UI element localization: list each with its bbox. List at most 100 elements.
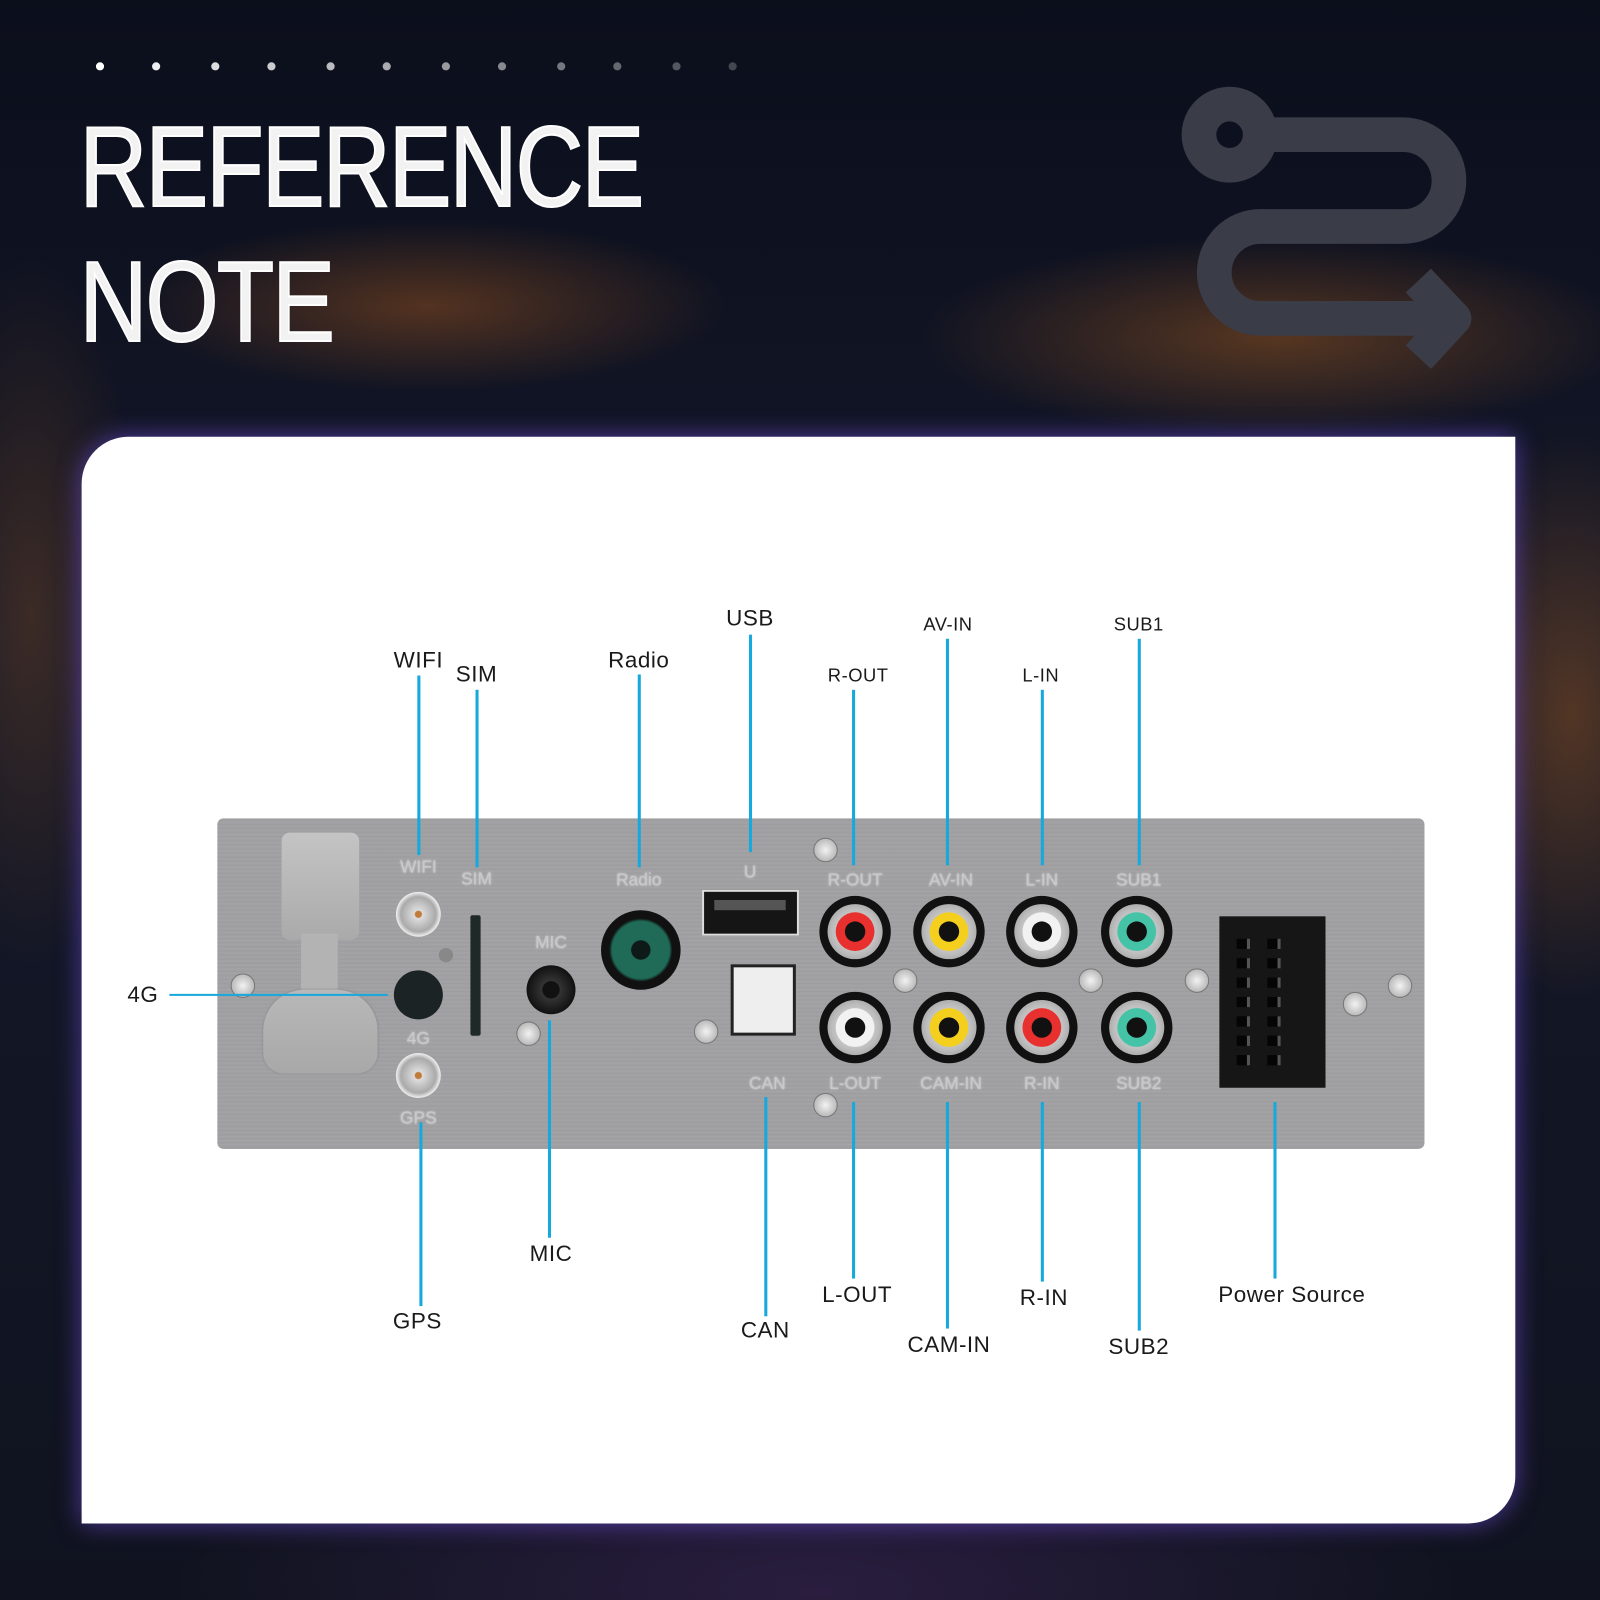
callout-gps-line — [419, 1122, 422, 1307]
screw — [813, 1092, 838, 1118]
route-arrow-icon — [1181, 86, 1472, 369]
decorative-dot — [613, 62, 622, 71]
connector-pin — [1267, 977, 1281, 988]
callout-power-source-line — [1273, 1102, 1277, 1279]
rca-jack — [1101, 991, 1173, 1064]
wifi-antenna-connector — [395, 891, 441, 937]
callout-can-label: CAN — [740, 1317, 790, 1343]
callout-sim-label: SIM — [455, 661, 498, 687]
decorative-dot — [557, 62, 566, 71]
indicator-led — [438, 947, 454, 963]
callout-sub2-label: SUB2 — [1108, 1333, 1170, 1360]
can-connector — [730, 964, 796, 1036]
connector-pin — [1267, 996, 1281, 1008]
gps-antenna-connector — [395, 1053, 441, 1098]
screw — [892, 968, 918, 993]
panel-embossed-label: CAM-IN — [920, 1073, 982, 1093]
panel-embossed-label: R-IN — [1023, 1073, 1060, 1093]
sim-slot — [470, 915, 481, 1036]
callout-usb-label: USB — [726, 605, 774, 631]
rca-jack — [1101, 895, 1173, 968]
panel-embossed-label: MIC — [535, 932, 567, 953]
callout-sub2-line — [1137, 1102, 1141, 1331]
connector-pin — [1236, 996, 1250, 1008]
radio-antenna-jack — [601, 910, 681, 990]
rca-jack — [1006, 991, 1078, 1064]
mic-jack — [526, 965, 576, 1015]
screw — [693, 1019, 719, 1044]
title-reference: REFERENCE — [79, 103, 645, 231]
callout-radio-line — [637, 674, 641, 868]
rca-jack — [1006, 895, 1078, 968]
screw — [1342, 991, 1368, 1017]
rca-hole — [844, 1017, 866, 1038]
panel-embossed-label: 4G — [406, 1028, 430, 1048]
rca-hole — [844, 921, 866, 942]
panel-embossed-label: WIFI — [400, 857, 437, 877]
usb-port-tongue — [714, 899, 786, 911]
panel-embossed-label: Radio — [616, 870, 662, 890]
4g-connector — [393, 970, 443, 1020]
rca-jack — [819, 895, 891, 968]
callout-mic-label: MIC — [529, 1240, 573, 1267]
rca-jack — [819, 991, 891, 1064]
screw — [1184, 968, 1210, 993]
callout-can-line — [764, 1096, 767, 1317]
callout-wifi-label: WIFI — [393, 646, 444, 673]
callout-radio-label: Radio — [608, 646, 670, 673]
connector-pin — [1236, 958, 1250, 969]
connector-pin — [1236, 1016, 1250, 1027]
decorative-dot — [95, 62, 105, 71]
callout-av-in-line — [945, 638, 949, 866]
callout-l-in-line — [1040, 689, 1044, 866]
connector-pin — [1236, 977, 1250, 988]
decorative-dot — [382, 62, 391, 71]
bracket-stem — [301, 933, 338, 995]
callout-r-out-label: R-OUT — [827, 665, 889, 686]
decorative-dot — [152, 62, 161, 71]
callout-usb-line — [748, 634, 752, 853]
connector-pin — [1267, 1035, 1281, 1046]
decorative-dot — [267, 62, 276, 71]
callout-sim-line — [475, 689, 479, 868]
panel-embossed-label: SIM — [461, 869, 492, 889]
callout-mic-line — [547, 1020, 551, 1238]
callout-r-out-line — [852, 689, 855, 866]
callout-4g-line — [169, 993, 388, 996]
rca-jack — [913, 895, 985, 968]
callout-l-out-label: L-OUT — [822, 1281, 893, 1308]
rca-hole — [938, 1017, 960, 1038]
rca-hole — [938, 921, 960, 942]
panel-embossed-label: CAN — [749, 1073, 786, 1093]
callout-cam-in-label: CAM-IN — [907, 1331, 991, 1358]
callout-r-in-label: R-IN — [1019, 1284, 1068, 1311]
decorative-dot — [672, 62, 681, 71]
rca-hole — [1126, 921, 1147, 942]
connector-pin — [1236, 1055, 1250, 1066]
connector-pin — [1267, 938, 1281, 949]
panel-embossed-label: U — [743, 862, 757, 882]
callout-l-out-line — [852, 1102, 855, 1279]
screw — [516, 1021, 541, 1046]
decorative-dot — [326, 62, 335, 71]
callout-wifi-line — [417, 675, 420, 856]
callout-sub1-label: SUB1 — [1113, 614, 1164, 635]
connector-pin — [1236, 938, 1250, 949]
rca-hole — [1126, 1017, 1147, 1038]
callout-4g-label: 4G — [127, 981, 159, 1008]
callout-cam-in-line — [945, 1102, 949, 1329]
decorative-dot — [728, 62, 737, 71]
panel-embossed-label: SUB2 — [1116, 1073, 1162, 1093]
connector-pin — [1267, 958, 1281, 969]
bracket-tab — [281, 832, 360, 940]
connector-pin — [1267, 1055, 1281, 1066]
decorative-dot — [441, 62, 450, 71]
panel-embossed-label: GPS — [400, 1108, 437, 1128]
screw — [813, 837, 838, 863]
screw — [1078, 968, 1104, 993]
rca-hole — [1031, 1017, 1053, 1038]
callout-l-in-label: L-IN — [1022, 665, 1060, 686]
callout-av-in-label: AV-IN — [923, 614, 973, 635]
screw — [1387, 973, 1413, 998]
